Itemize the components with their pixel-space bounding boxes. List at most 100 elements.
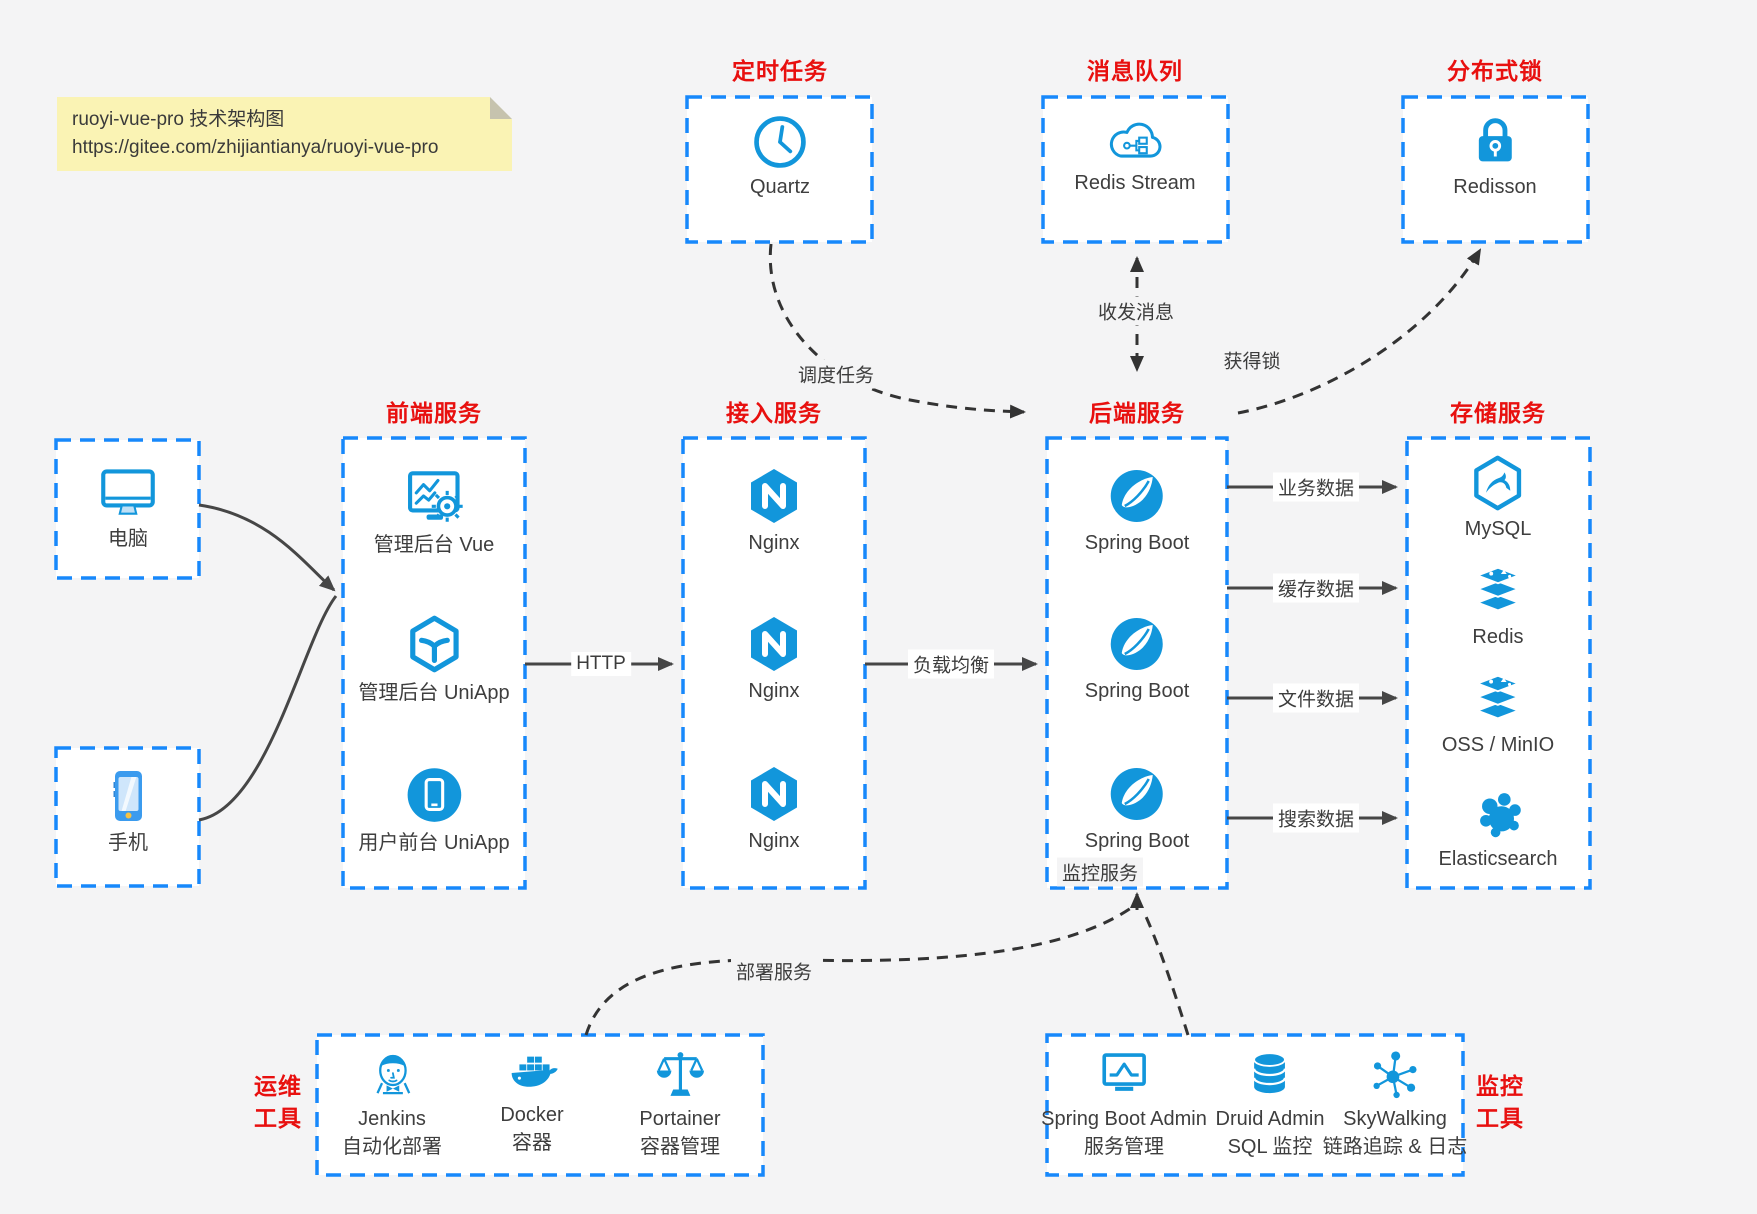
edge-label-acquire-lock: 获得锁	[1218, 345, 1286, 375]
node-label: Docker	[500, 1104, 564, 1126]
user-app-icon	[358, 762, 509, 828]
object-storage-stack-icon	[1442, 668, 1554, 730]
title-monitor-tools: 监控工具	[1476, 1073, 1524, 1131]
scales-icon	[639, 1046, 720, 1104]
edge-label-search-data: 搜索数据	[1272, 803, 1360, 833]
node-label: 用户前台 UniApp	[358, 832, 510, 854]
edge-label-deploy: 部署服务	[730, 956, 818, 986]
node-sublabel: 链路追踪 & 日志	[1322, 1136, 1468, 1158]
node-label: Druid Admin	[1215, 1108, 1325, 1130]
node-label: Spring Boot Admin	[1041, 1108, 1207, 1130]
node-label: Jenkins	[358, 1108, 426, 1130]
database-icon	[1216, 1046, 1325, 1104]
node-label: Nginx	[748, 532, 800, 554]
node-label: Quartz	[749, 176, 811, 198]
node-label: Elasticsearch	[1438, 848, 1558, 870]
node-computer: 电脑	[95, 458, 161, 552]
node-label: Spring Boot	[1084, 830, 1190, 852]
node-docker: Docker 容器	[500, 1046, 564, 1156]
node-label: 管理后台 Vue	[373, 534, 495, 556]
topology-network-icon	[1323, 1046, 1467, 1104]
node-label: OSS / MinIO	[1441, 734, 1555, 756]
clock-icon	[750, 112, 810, 172]
lock-icon	[1453, 110, 1536, 172]
node-redis: Redis	[1467, 560, 1529, 650]
node-admin-vue: 管理后台 Vue	[374, 464, 494, 558]
node-phone: 手机	[96, 764, 160, 856]
desktop-computer-icon	[95, 458, 161, 524]
node-spring-boot-1: Spring Boot	[1084, 464, 1190, 556]
title-storage: 存储服务	[1450, 400, 1546, 426]
node-spring-boot-3: Spring Boot	[1084, 762, 1190, 854]
node-redis-stream: Redis Stream	[1074, 112, 1196, 196]
node-label: MySQL	[1464, 518, 1532, 540]
edge-label-http: HTTP	[571, 652, 631, 676]
node-label: 管理后台 UniApp	[358, 682, 510, 704]
edge-label-schedule: 调度任务	[792, 359, 880, 389]
note-title: ruoyi-vue-pro 技术架构图	[72, 109, 285, 130]
node-druid-admin: Druid Admin SQL 监控	[1215, 1046, 1325, 1160]
node-sublabel: 服务管理	[1084, 1136, 1164, 1158]
monitor-chart-icon	[1041, 1046, 1207, 1104]
node-sublabel: 容器管理	[640, 1136, 720, 1158]
node-elasticsearch: Elasticsearch	[1438, 782, 1558, 872]
node-label: Spring Boot	[1084, 532, 1190, 554]
docker-whale-icon	[500, 1046, 563, 1100]
node-label: SkyWalking	[1343, 1108, 1447, 1130]
node-redisson: Redisson	[1453, 110, 1537, 200]
node-skywalking: SkyWalking 链路追踪 & 日志	[1323, 1046, 1467, 1160]
node-label: Nginx	[748, 830, 800, 852]
title-frontend: 前端服务	[386, 400, 482, 426]
nginx-icon	[742, 762, 806, 826]
node-admin-uniapp: 管理后台 UniApp	[358, 612, 510, 706]
edge-label-business-data: 业务数据	[1272, 472, 1360, 502]
redis-stack-icon	[1467, 560, 1529, 622]
node-label: Redisson	[1453, 176, 1537, 198]
node-user-uniapp: 用户前台 UniApp	[358, 762, 510, 856]
node-portainer: Portainer 容器管理	[639, 1046, 721, 1160]
node-label: 手机	[108, 832, 148, 854]
uniapp-cube-icon	[358, 612, 509, 678]
node-label: Spring Boot	[1084, 680, 1190, 702]
note-fold-corner	[490, 97, 512, 119]
node-sublabel: SQL 监控	[1227, 1136, 1313, 1158]
title-message-queue: 消息队列	[1087, 58, 1183, 84]
sticky-note: ruoyi-vue-pro 技术架构图 https://gitee.com/zh…	[57, 97, 512, 171]
mobile-phone-icon	[96, 764, 160, 828]
node-label: 电脑	[108, 528, 148, 550]
cloud-network-icon	[1074, 112, 1195, 168]
title-backend: 后端服务	[1089, 400, 1185, 426]
node-label: Portainer	[639, 1108, 721, 1130]
title-gateway: 接入服务	[726, 400, 822, 426]
spring-boot-icon	[1085, 612, 1190, 676]
title-distributed-lock: 分布式锁	[1447, 58, 1543, 84]
node-sublabel: 自动化部署	[342, 1136, 442, 1158]
note-url: https://gitee.com/zhijiantianya/ruoyi-vu…	[72, 137, 439, 158]
node-label: Redis	[1472, 626, 1524, 648]
elasticsearch-cluster-icon	[1439, 782, 1558, 844]
jenkins-icon	[342, 1046, 442, 1104]
node-mysql: MySQL	[1464, 452, 1532, 542]
node-jenkins: Jenkins 自动化部署	[342, 1046, 442, 1160]
node-nginx-2: Nginx	[742, 612, 806, 704]
title-ops-tools: 运维工具	[254, 1073, 302, 1131]
node-spring-boot-2: Spring Boot	[1084, 612, 1190, 704]
node-label: Nginx	[748, 680, 800, 702]
edge-label-monitor: 监控服务	[1056, 857, 1144, 887]
node-quartz: Quartz	[750, 112, 810, 200]
spring-boot-icon	[1085, 762, 1190, 826]
node-label: Redis Stream	[1074, 172, 1196, 194]
edge-label-cache-data: 缓存数据	[1272, 573, 1360, 603]
title-scheduled-jobs: 定时任务	[732, 58, 828, 84]
edge-label-load-balance: 负载均衡	[907, 649, 995, 679]
node-sublabel: 容器	[511, 1132, 552, 1154]
mysql-icon	[1465, 452, 1532, 514]
node-oss-minio: OSS / MinIO	[1442, 668, 1554, 758]
node-nginx-1: Nginx	[742, 464, 806, 556]
edge-label-file-data: 文件数据	[1272, 683, 1360, 713]
nginx-icon	[742, 464, 806, 528]
spring-boot-icon	[1085, 464, 1190, 528]
node-nginx-3: Nginx	[742, 762, 806, 854]
admin-dashboard-icon	[374, 464, 494, 530]
